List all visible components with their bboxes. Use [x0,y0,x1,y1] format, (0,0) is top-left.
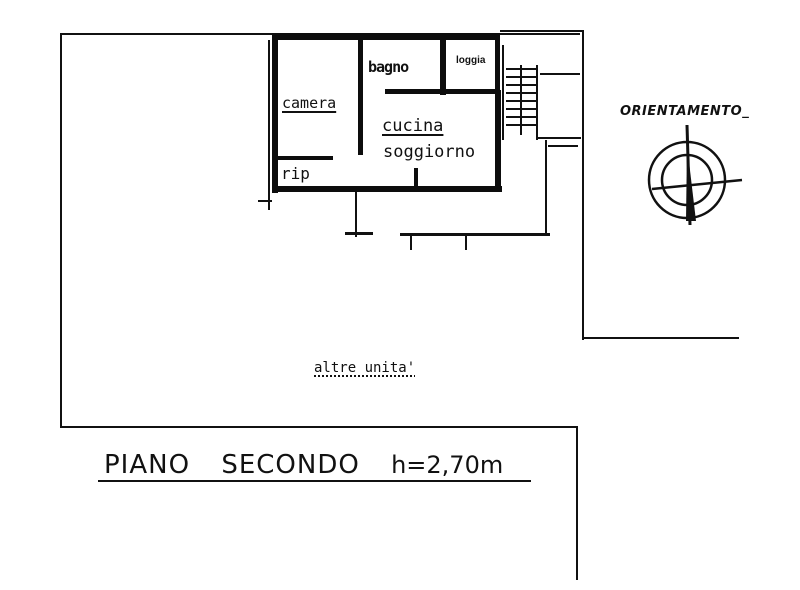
outline-top-right [500,30,584,32]
corridor-bottom [400,233,550,236]
corridor-stub-2 [410,236,412,250]
title-underline [98,480,531,482]
wall-bagno-right [440,40,446,95]
floor-title: PIANO SECONDO h=2,70m [104,450,503,480]
wall-top [272,33,500,40]
corridor-left [355,192,357,237]
corridor-stub-3 [465,236,467,250]
room-label-loggia: loggia [456,55,486,66]
outline-right-lower [576,426,578,580]
wall-left [272,33,278,193]
outline-right-upper [582,30,584,340]
orientation-label: ORIENTAMENTO_ [620,104,750,119]
ceiling-height: h=2,70m [391,451,504,479]
wall-stub [414,168,418,186]
floor-label: PIANO [104,450,191,480]
wall-right [495,90,501,190]
wall-camera-right [358,40,363,155]
floor-name: SECONDO [221,450,360,480]
wall-left-outer [268,40,270,210]
room-label-bagno: bagno [368,58,409,76]
corridor-stub-1 [345,232,373,235]
wall-bottom [272,186,502,192]
outline-bottom-upper [60,426,578,428]
outline-left [60,33,62,428]
wall-camera-bottom [278,156,333,160]
left-stub [258,200,272,202]
room-label-soggiorno: soggiorno [383,142,476,162]
wall-loggia-right [495,33,500,93]
other-units-label: altre unita' [314,360,416,376]
room-label-rip: rip [281,164,310,183]
outline-right-bottom [584,337,739,339]
compass-icon [647,125,743,226]
corridor-right [545,140,547,235]
room-label-camera: camera [282,94,337,112]
wall-bagno-bottom [385,89,500,94]
room-label-cucina: cucina [382,116,444,136]
